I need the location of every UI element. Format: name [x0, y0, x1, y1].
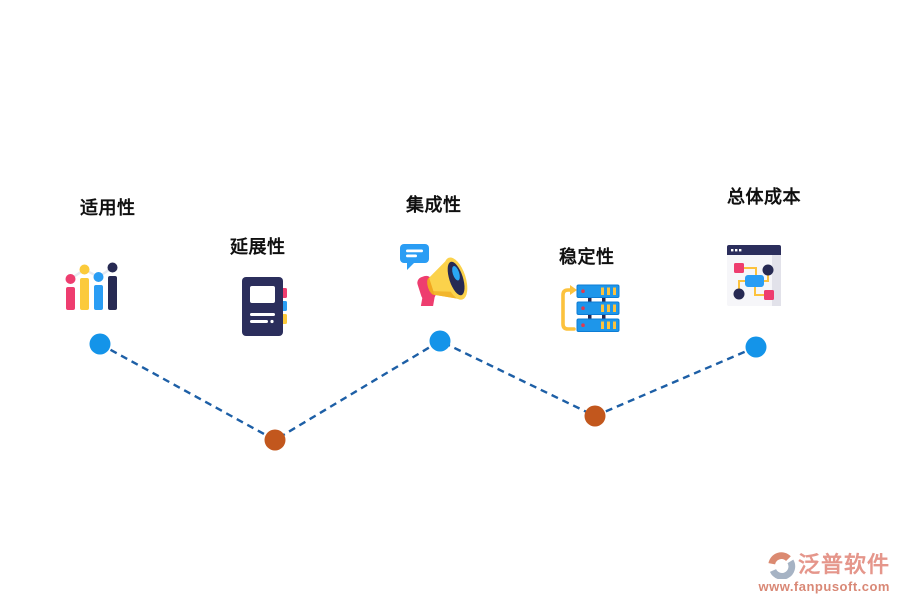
zigzag-node-dot: [584, 405, 606, 427]
bar-chart-icon: [63, 262, 121, 311]
zigzag-node-dot: [264, 429, 286, 451]
feature-label: 适用性: [80, 198, 136, 218]
flowchart-window-icon: [727, 245, 781, 306]
zigzag-node-dot: [429, 330, 451, 352]
feature-label: 延展性: [230, 237, 286, 257]
brand-name: 泛普软件: [797, 552, 890, 578]
feature-label: 集成性: [406, 195, 462, 215]
zigzag-node-dot: [89, 333, 111, 355]
feature-label: 总体成本: [727, 187, 801, 207]
zigzag-node-dot: [745, 336, 767, 358]
megaphone-icon: [400, 244, 468, 306]
feature-label: 稳定性: [559, 247, 615, 267]
brand-watermark: 泛普软件 www.fanpusoft.com: [758, 550, 890, 594]
brand-url: www.fanpusoft.com: [758, 579, 890, 595]
server-stack-icon: [557, 283, 621, 335]
notebook-icon: [241, 276, 287, 337]
fanpu-logo-icon: [768, 552, 796, 580]
